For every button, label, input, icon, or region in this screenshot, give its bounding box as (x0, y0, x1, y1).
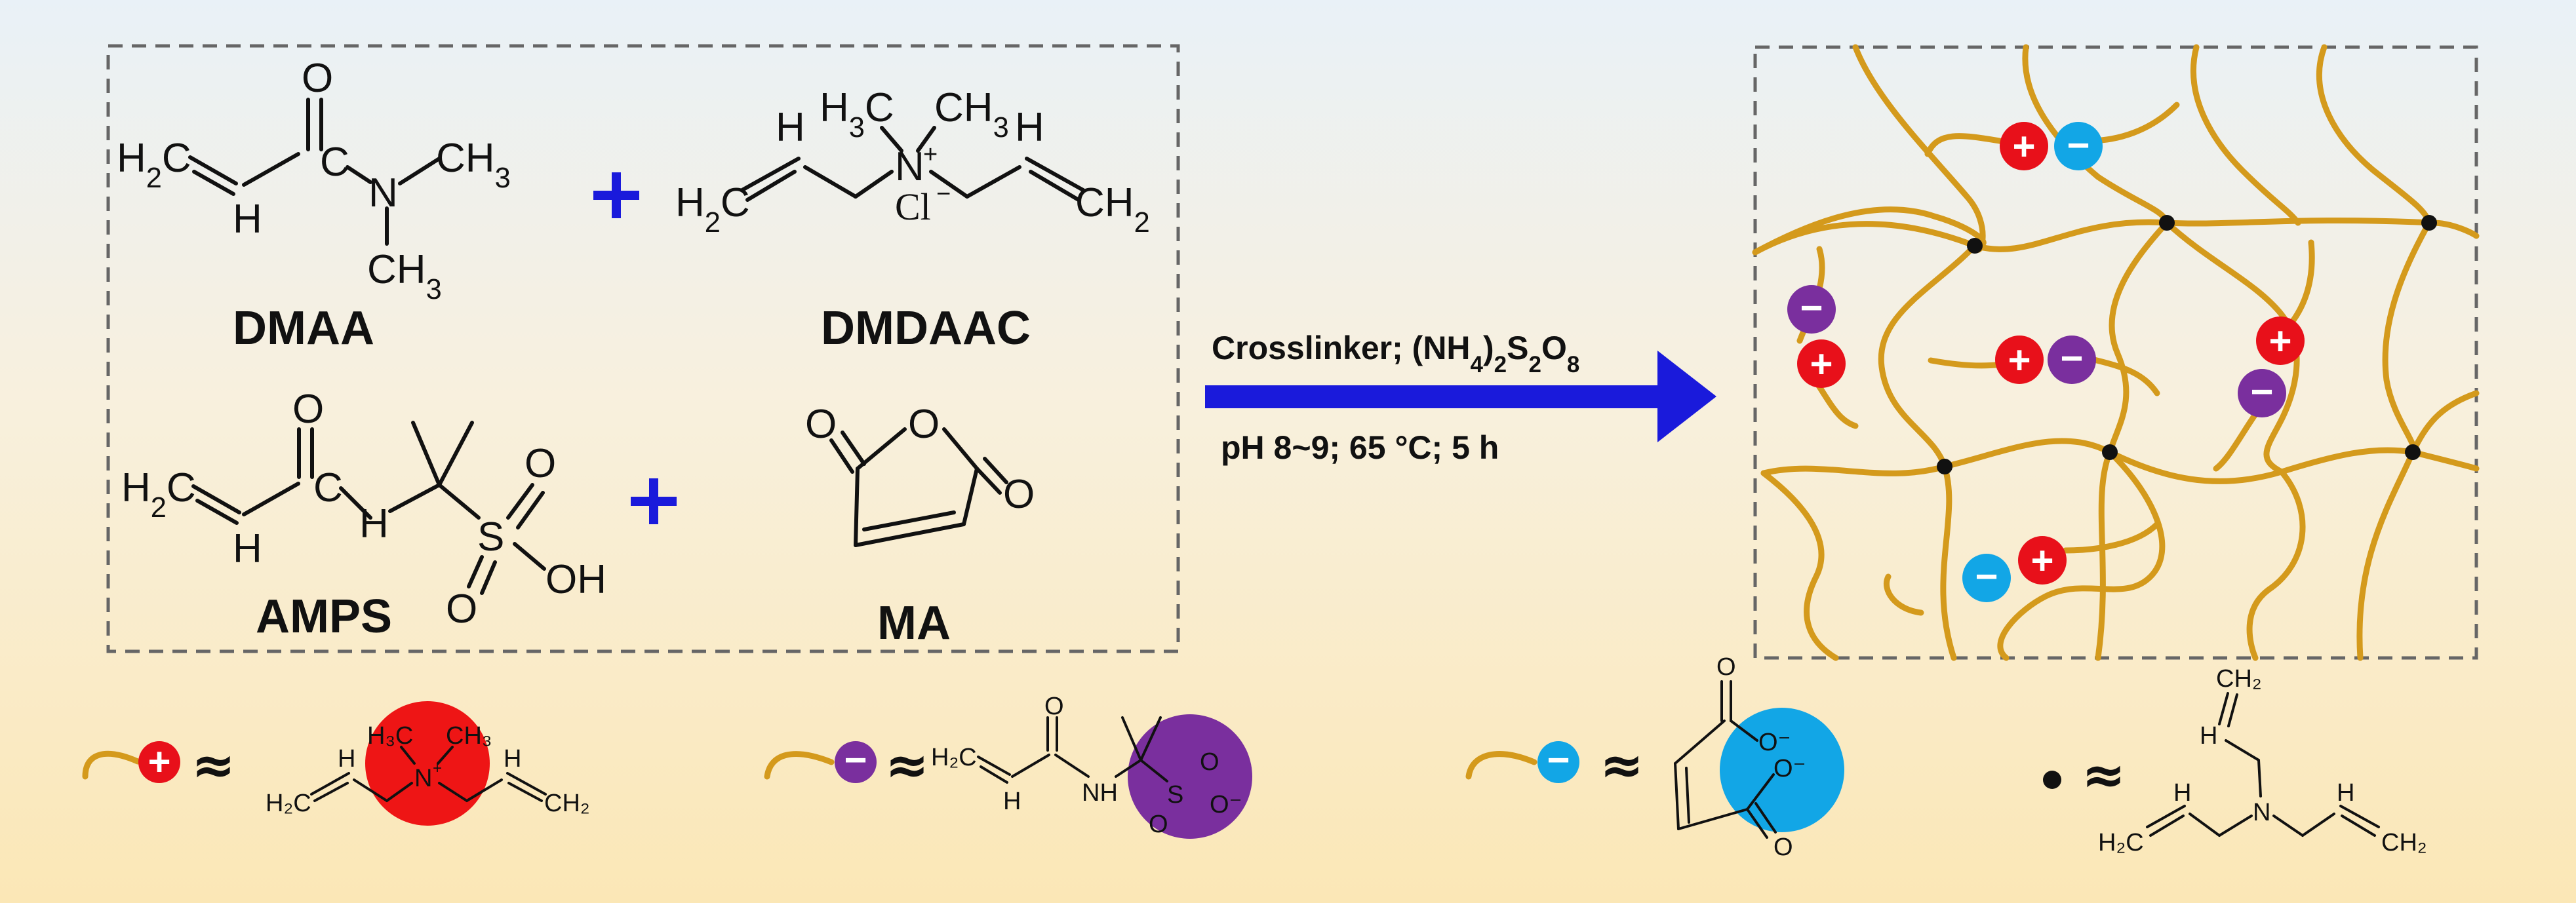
dmaa-label: DMAA (233, 302, 374, 355)
amps-oh: OH (545, 557, 606, 602)
svg-text:O: O (1716, 653, 1736, 681)
svg-text:−: − (2067, 123, 2090, 167)
svg-text:N: N (414, 765, 432, 792)
svg-text:−: − (2060, 336, 2083, 380)
svg-text:O⁻: O⁻ (1758, 729, 1791, 756)
ma-structure: O O O MA (805, 402, 1035, 649)
ion-pair-1: + − (2000, 122, 2103, 170)
plus-sign-2 (631, 478, 677, 524)
dmdaac-h-right: H (1015, 105, 1044, 150)
dmaa-c: C (320, 140, 349, 185)
svg-text:O: O (1149, 811, 1168, 838)
condition-line-2: pH 8~9; 65 °C; 5 h (1221, 429, 1499, 466)
plus-sign-1 (593, 172, 639, 218)
dmdaac-ch3: CH3 (934, 85, 1009, 144)
svg-text:CH₂: CH₂ (2216, 665, 2262, 693)
amps-c: C (313, 465, 343, 510)
ma-o-right: O (1003, 472, 1035, 517)
svg-text:H₂C: H₂C (931, 744, 977, 771)
svg-text:H: H (504, 745, 521, 773)
svg-text:O⁻: O⁻ (1210, 791, 1242, 818)
legend-cation: + ≈ H₃C CH₃ N + H H₂C H CH₂ (82, 701, 590, 826)
legend-crosslinker: ≈ CH₂ H N H H₂C H CH₂ (2043, 665, 2427, 856)
hydrogel-network: + − − + + − + − − + (1752, 44, 2480, 661)
condition-line-1: Crosslinker; (NH4)2S2O8 (1212, 330, 1579, 377)
amps-o-top: O (292, 387, 324, 432)
dmdaac-charge: + (923, 141, 938, 168)
ma-label: MA (877, 597, 951, 649)
svg-text:O: O (1773, 834, 1793, 861)
dmdaac-h3c: H3C (820, 85, 894, 144)
dmdaac-label: DMDAAC (821, 302, 1031, 355)
amps-label: AMPS (256, 590, 392, 643)
ion-pair-5: − + (1962, 536, 2067, 602)
dmdaac-n: N (895, 144, 924, 189)
svg-text:+: + (2008, 338, 2031, 382)
amps-structure: H2C H O C H S O O OH AMPS (121, 387, 606, 643)
svg-text:H: H (338, 745, 355, 773)
dmdaac-ch2: CH2 (1075, 180, 1150, 239)
dmaa-ch3-b: CH3 (367, 247, 442, 305)
dmaa-ch: H (233, 197, 262, 242)
svg-text:−: − (844, 738, 867, 782)
svg-text:−: − (1547, 738, 1570, 782)
svg-text:O: O (1200, 748, 1219, 776)
ion-pair-4: + − (2238, 317, 2305, 417)
amps-h2c: H2C (121, 465, 196, 524)
amps-o1: O (525, 441, 556, 486)
svg-text:+: + (148, 740, 170, 784)
dmaa-ch3-a: CH3 (436, 136, 511, 194)
approx-3: ≈ (1600, 735, 1644, 796)
svg-text:N: N (2253, 799, 2270, 826)
ma-o-ring: O (908, 402, 940, 447)
svg-text:H: H (2173, 779, 2191, 807)
dmaa-structure: H2C H O C N CH3 CH3 DMAA (117, 56, 511, 355)
svg-text:H: H (1003, 788, 1021, 815)
svg-text:CH₃: CH₃ (446, 722, 492, 750)
svg-text:−: − (1800, 286, 1823, 330)
dmdaac-h-left: H (776, 105, 805, 150)
svg-text:NH: NH (1082, 779, 1118, 807)
svg-text:H₃C: H₃C (367, 722, 413, 750)
dmdaac-structure: H3C CH3 N + Cl − H H2C H CH2 DMDAAC (675, 85, 1150, 355)
dmdaac-cl-charge: − (936, 180, 951, 208)
svg-text:H: H (2337, 779, 2354, 807)
approx-1: ≈ (191, 735, 235, 796)
dmdaac-cl: Cl (895, 185, 931, 228)
dmdaac-h2c: H2C (675, 180, 750, 239)
legend-sulfonate: − ≈ H₂C H O NH S O O O⁻ (764, 693, 1252, 839)
network-box (1753, 45, 2478, 660)
svg-text:+: + (2031, 539, 2053, 583)
svg-text:+: + (433, 759, 442, 777)
dmaa-h2c: H2C (117, 136, 191, 194)
svg-text:O⁻: O⁻ (1773, 755, 1806, 782)
amps-s: S (477, 514, 504, 560)
svg-text:+: + (2012, 125, 2035, 168)
approx-4: ≈ (2082, 744, 2126, 805)
ion-pair-3: + − (1995, 336, 2096, 384)
dmaa-o: O (302, 56, 333, 101)
amps-o2: O (446, 586, 477, 632)
svg-text:−: − (2250, 370, 2273, 413)
ion-pair-2: − + (1787, 285, 1846, 388)
svg-text:−: − (1975, 554, 1998, 598)
amps-nh: H (359, 501, 389, 547)
svg-text:CH₂: CH₂ (544, 790, 590, 817)
svg-text:H: H (2200, 722, 2217, 750)
amps-ch: H (233, 526, 262, 571)
approx-2: ≈ (885, 735, 929, 796)
svg-text:O: O (1044, 693, 1064, 720)
svg-text:S: S (1167, 781, 1183, 809)
svg-text:H₂C: H₂C (2098, 829, 2144, 856)
svg-text:CH₂: CH₂ (2381, 829, 2427, 856)
svg-text:+: + (1810, 342, 1833, 386)
monomer-box (106, 44, 1180, 653)
svg-text:H₂C: H₂C (266, 790, 311, 817)
reaction-arrow (1205, 351, 1716, 442)
svg-text:+: + (2269, 319, 2291, 363)
dmaa-n: N (368, 170, 398, 216)
legend-carboxylate: − ≈ O O⁻ O⁻ O (1465, 653, 1844, 861)
